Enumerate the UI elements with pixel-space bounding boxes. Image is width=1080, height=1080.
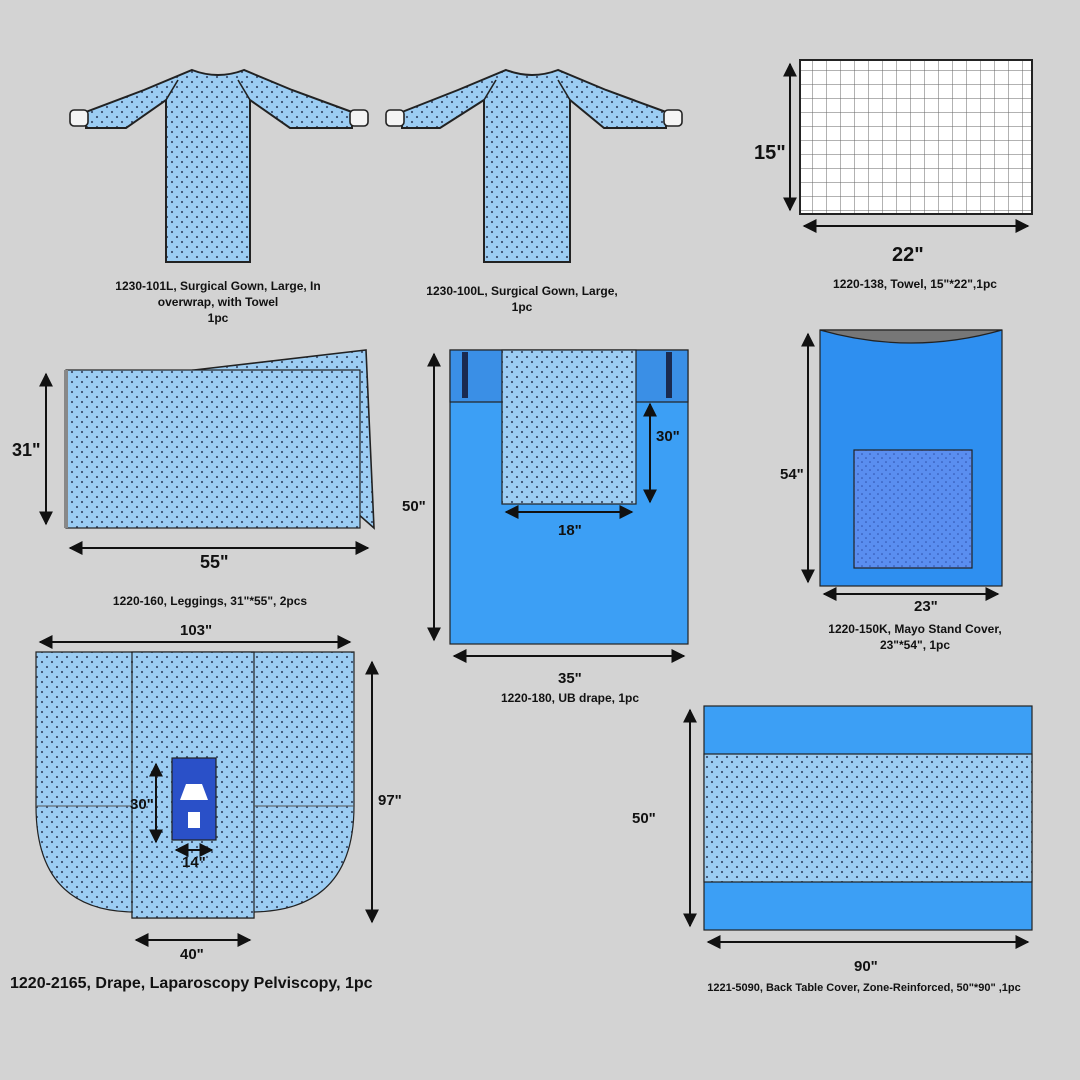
caption-line: 1pc: [511, 300, 533, 314]
caption-back-table: 1221-5090, Back Table Cover, Zone-Reinfo…: [664, 980, 1064, 996]
caption-line: 1220-150K, Mayo Stand Cover,: [828, 622, 1002, 636]
leggings-height-label: 31": [12, 440, 41, 460]
ub-drape-inner-width-label: 18": [558, 522, 582, 539]
lap-drape-height-label: 97": [378, 792, 402, 809]
caption-line: 1230-101L, Surgical Gown, Large, In: [115, 279, 321, 293]
towel-diagram: [783, 59, 1033, 233]
caption-lap-drape: 1220-2165, Drape, Laparoscopy Pelviscopy…: [10, 976, 450, 992]
ub-drape-diagram: [427, 349, 689, 663]
caption-line: 1230-100L, Surgical Gown, Large,: [426, 284, 618, 298]
caption-line: 1pc: [207, 311, 229, 325]
lap-drape-width-label: 103": [180, 622, 213, 639]
back-table-cover-diagram: [683, 705, 1033, 949]
lap-drape-fenestration-width-label: 14": [182, 854, 206, 871]
caption-mayo: 1220-150K, Mayo Stand Cover, 23"*54", 1p…: [800, 621, 1030, 653]
towel-height-label: 15": [754, 142, 786, 164]
surgical-gown-100l: [385, 68, 683, 263]
ub-drape-inner-height-label: 30": [656, 428, 680, 445]
laparoscopy-drape-diagram: [35, 635, 379, 947]
back-table-height-label: 50": [632, 810, 656, 827]
back-table-width-label: 90": [854, 958, 878, 975]
surgical-gown-101l: [69, 68, 369, 263]
mayo-width-label: 23": [914, 598, 938, 615]
leggings-diagram: [39, 349, 375, 555]
caption-line: 1220-2165, Drape, Laparoscopy Pelviscopy…: [10, 975, 373, 992]
lap-drape-panel-width-label: 40": [180, 946, 204, 963]
caption-line: 1220-138, Towel, 15"*22",1pc: [833, 277, 997, 291]
caption-leggings: 1220-160, Leggings, 31"*55", 2pcs: [60, 593, 360, 609]
ub-drape-width-label: 35": [558, 670, 582, 687]
lap-drape-fenestration-height-label: 30": [130, 796, 154, 813]
caption-gown-101l: 1230-101L, Surgical Gown, Large, In over…: [78, 278, 358, 326]
caption-ub-drape: 1220-180, UB drape, 1pc: [460, 690, 680, 706]
caption-line: 1220-160, Leggings, 31"*55", 2pcs: [112, 594, 308, 608]
caption-gown-100l: 1230-100L, Surgical Gown, Large, 1pc: [392, 283, 652, 315]
ub-drape-height-label: 50": [402, 498, 426, 515]
caption-line: 1220-180, UB drape, 1pc: [500, 691, 640, 705]
caption-line: overwrap, with Towel: [157, 295, 279, 309]
leggings-width-label: 55": [200, 552, 229, 572]
caption-line: 23"*54", 1pc: [879, 638, 951, 652]
mayo-height-label: 54": [780, 466, 804, 483]
caption-towel: 1220-138, Towel, 15"*22",1pc: [790, 276, 1040, 292]
caption-line: 1221-5090, Back Table Cover, Zone-Reinfo…: [707, 982, 1021, 994]
towel-width-label: 22": [892, 244, 924, 266]
mayo-cover-diagram: [801, 329, 1003, 601]
